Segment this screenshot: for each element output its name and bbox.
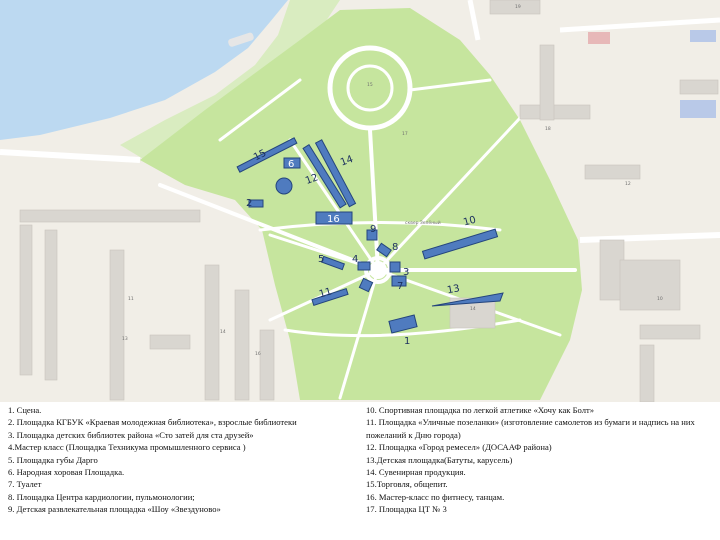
- marker-label-6: 6: [288, 159, 294, 170]
- building-label-b9: 14: [470, 306, 476, 312]
- marker-label-5: 5: [318, 254, 324, 265]
- building-label-b6: 13: [122, 336, 128, 342]
- marker-labels: 15 6 14 12 2 16 10 9 8 5 4 3 7 13 11 1: [246, 148, 477, 347]
- legend-item-15: 15.Торговля, общепит.: [366, 479, 448, 490]
- legend-item-13: 13.Детская площадка(Батуты, карусель): [366, 454, 513, 465]
- marker-10-shape[interactable]: [421, 228, 499, 260]
- marker-6-shape[interactable]: [283, 157, 301, 169]
- central-plaza: [369, 261, 387, 279]
- building-label-b4: 10: [657, 296, 663, 302]
- marker-label-2: 2: [246, 198, 252, 209]
- legend-item-11: 11. Площадка «Уличные позеланки» (изгото…: [366, 417, 695, 440]
- buildings: [19, 0, 719, 402]
- legend-item-5: 5. Площадка губы Дарго: [8, 454, 98, 465]
- marker-4-shape[interactable]: [357, 261, 371, 271]
- roads: [0, 0, 720, 243]
- building-blue-roof-2: [690, 30, 716, 42]
- boat-shape: [228, 32, 254, 47]
- legend-item-3: 3. Площадка детских библиотек района «Ст…: [8, 429, 254, 440]
- square-name-label: сквер Зелёный: [405, 219, 441, 226]
- marker-12-shape[interactable]: [302, 144, 347, 209]
- building-label-b11: 17: [402, 131, 408, 137]
- building-label-b3: 12: [625, 181, 631, 187]
- marker-label-15: 15: [252, 148, 268, 164]
- marker-13-shape[interactable]: [431, 292, 504, 307]
- marker-7-shape[interactable]: [391, 275, 407, 287]
- building-label-b8: 16: [255, 351, 261, 357]
- marker-14-shape[interactable]: [314, 139, 357, 208]
- marker-1-shape[interactable]: [388, 314, 418, 334]
- legend-item-14: 14. Сувенирная продукция.: [366, 467, 466, 478]
- marker-label-13: 13: [446, 283, 460, 296]
- marker-label-14: 14: [339, 154, 355, 169]
- embankment-green: [120, 0, 340, 160]
- marker-9-shape[interactable]: [366, 229, 378, 241]
- building-label-b10: 15: [367, 82, 373, 88]
- building-label-b5: 11: [128, 296, 134, 302]
- legend-left-column: 1. Сцена. 2. Площадка КГБУК «Краевая мол…: [8, 404, 356, 538]
- marker-6-circle[interactable]: [275, 177, 293, 195]
- legend-item-1: 1. Сцена.: [8, 405, 42, 415]
- marker-label-7: 7: [397, 281, 403, 292]
- marker-16-shape[interactable]: [315, 211, 353, 225]
- marker-label-9: 9: [370, 224, 376, 235]
- building-red-roof: [588, 32, 610, 44]
- building-label-b1: 19: [515, 4, 521, 10]
- marker-8-shape[interactable]: [376, 242, 392, 258]
- marker-3-shape[interactable]: [389, 261, 401, 273]
- marker-label-4: 4: [352, 254, 358, 265]
- building-label-b2: 18: [545, 126, 551, 132]
- event-site-map: 19 18 12 10 11 13 14 16 14 15 17 сквер З…: [0, 0, 720, 402]
- building-label-b7: 14: [220, 329, 226, 335]
- legend-item-12: 12. Площадка «Город ремесел» (ДОСААФ рай…: [366, 442, 552, 453]
- legend-item-9: 9. Детская развлекательная площадка «Шоу…: [8, 504, 221, 515]
- marker-15-shape[interactable]: [236, 137, 298, 173]
- marker-11-shape[interactable]: [311, 287, 349, 307]
- marker-label-8: 8: [392, 242, 398, 253]
- legend-item-8: 8. Площадка Центра кардиологии, пульмоно…: [8, 491, 195, 502]
- marker-5-shape[interactable]: [320, 255, 346, 271]
- legend-right-column: 10. Спортивная площадка по легкой атлети…: [366, 404, 714, 538]
- legend-item-4: 4.Мастер класс (Площадка Техникума промы…: [8, 442, 246, 453]
- legend-item-7: 7. Туалет: [8, 479, 42, 490]
- marker-7b-shape[interactable]: [358, 277, 374, 293]
- legend-item-6: 6. Народная хоровая Площадка.: [8, 467, 125, 478]
- legend-item-17: 17. Площадка ЦТ № 3: [366, 504, 447, 515]
- marker-label-10: 10: [462, 215, 477, 229]
- legend-item-10: 10. Спортивная площадка по легкой атлети…: [366, 405, 595, 415]
- legend-item-16: 16. Мастер-класс по фитнесу, танцам.: [366, 491, 505, 502]
- marker-2-shape[interactable]: [248, 199, 264, 208]
- legend-item-2: 2. Площадка КГБУК «Краевая молодежная би…: [8, 417, 297, 428]
- marker-label-11: 11: [318, 286, 333, 300]
- river-water: [0, 0, 288, 140]
- marker-label-12: 12: [304, 172, 320, 187]
- marker-label-3: 3: [403, 267, 409, 278]
- markers: [236, 137, 504, 334]
- marker-label-16: 16: [327, 214, 340, 225]
- marker-label-1: 1: [404, 336, 410, 347]
- building-blue-roof-1: [680, 100, 716, 118]
